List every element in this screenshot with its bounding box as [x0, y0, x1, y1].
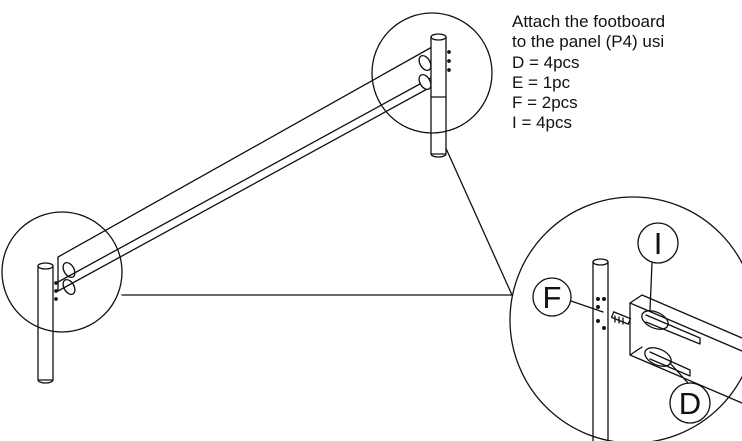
instruction-line-2: to the panel (P4) usi — [512, 32, 665, 52]
instruction-line-1: Attach the footboard — [512, 12, 666, 31]
callout-d-label: D — [679, 386, 701, 421]
callout-f — [532, 277, 604, 317]
detail-post — [592, 258, 609, 441]
callout-f-label: F — [543, 280, 562, 315]
left-zoom-circle — [1, 211, 123, 333]
dowel-f — [610, 311, 632, 325]
callout-i — [637, 222, 679, 311]
right-post — [418, 33, 451, 158]
part-count-e: E = 1pc — [512, 72, 571, 92]
detail-view — [509, 196, 742, 441]
right-zoom-circle — [371, 12, 493, 134]
part-count-d: D = 4pcs — [512, 52, 580, 72]
cam-hole-upper — [641, 310, 701, 345]
instructions-text: Attach the footboard to the panel (P4) u… — [512, 12, 742, 134]
callout-i-label: I — [654, 226, 663, 261]
part-count-f: F = 2pcs — [512, 93, 578, 113]
callout-d — [669, 362, 711, 424]
part-count-i: I = 4pcs — [512, 113, 573, 133]
left-post — [37, 261, 76, 384]
footboard-rail — [57, 46, 441, 292]
detail-circle — [509, 196, 742, 441]
cam-hole-lower — [644, 347, 691, 377]
detail-leader-lines — [121, 134, 513, 296]
